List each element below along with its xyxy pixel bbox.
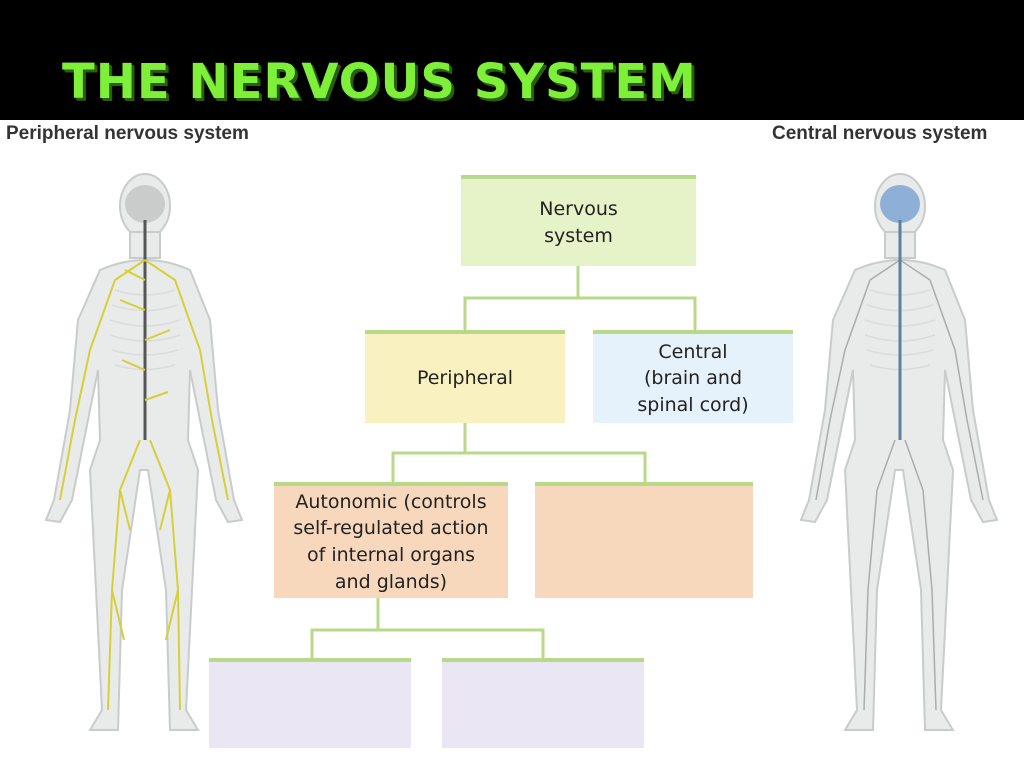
- sympathetic-box-blank: [209, 658, 411, 748]
- central-nervous-system-label: Central nervous system: [772, 123, 988, 144]
- central-body-figure: [799, 173, 999, 731]
- connector-peripheral-to-branches: [391, 423, 647, 482]
- limb-nerves-faint: [815, 259, 984, 711]
- connector-nervous-to-branches: [463, 266, 697, 330]
- peripheral-nerves: [59, 259, 229, 711]
- peripheral-nervous-system-label: Peripheral nervous system: [6, 123, 249, 144]
- parasympathetic-box-blank: [442, 658, 644, 748]
- connector-autonomic-to-branches: [310, 598, 545, 658]
- autonomic-box: Autonomic (controls self-regulated actio…: [274, 482, 508, 598]
- somatic-box-blank: [535, 482, 753, 598]
- peripheral-box: Peripheral: [365, 330, 565, 423]
- peripheral-body-figure: [44, 173, 244, 731]
- brain-icon: [880, 185, 920, 223]
- central-box: Central (brain and spinal cord): [593, 330, 793, 423]
- nervous-system-box: Nervous system: [461, 175, 696, 266]
- brain-icon: [125, 185, 165, 223]
- title-bar: THE NERVOUS SYSTEM: [0, 0, 1024, 120]
- slide-title: THE NERVOUS SYSTEM: [62, 54, 697, 110]
